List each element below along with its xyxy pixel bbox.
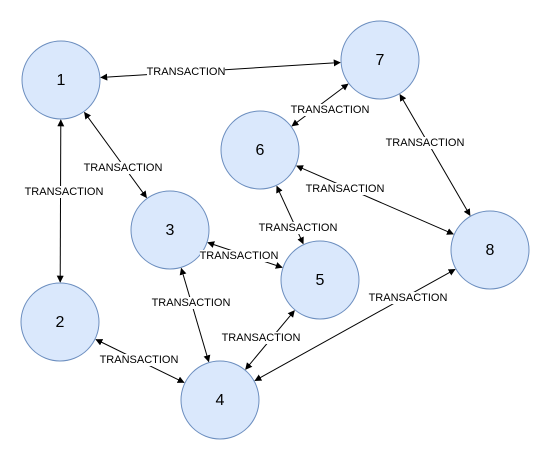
- edge-label-background: [200, 250, 278, 262]
- node-circle: [220, 110, 300, 190]
- edge-label-text: TRANSACTION: [147, 66, 226, 78]
- edge-label-1-3: TRANSACTION: [84, 162, 163, 174]
- node-circle: [20, 282, 100, 362]
- node-5: 5: [280, 240, 360, 320]
- edge-label-text: TRANSACTION: [306, 183, 385, 195]
- edge-label-background: [152, 297, 230, 309]
- edge-7-8: [399, 93, 471, 217]
- node-label: 8: [486, 242, 495, 259]
- edge-label-3-4: TRANSACTION: [152, 297, 231, 309]
- node-4: 4: [180, 360, 260, 440]
- edge-label-background: [306, 183, 384, 195]
- edge-label-background: [386, 137, 464, 149]
- edge-label-text: TRANSACTION: [259, 222, 338, 234]
- edge-3-4: [179, 267, 211, 363]
- edge-1-3: [84, 111, 147, 199]
- edge-label-text: TRANSACTION: [386, 137, 465, 149]
- edge-label-background: [222, 332, 300, 344]
- edge-label-3-5: TRANSACTION: [200, 250, 279, 262]
- edge-label-5-4: TRANSACTION: [222, 332, 301, 344]
- edge-label-background: [369, 292, 447, 304]
- node-circle: [130, 190, 210, 270]
- node-circle: [340, 20, 420, 100]
- edge-label-8-4: TRANSACTION: [369, 292, 448, 304]
- edge-label-text: TRANSACTION: [200, 250, 279, 262]
- edge-label-background: [84, 162, 162, 174]
- edge-label-6-8: TRANSACTION: [306, 183, 385, 195]
- edge-1-2: [56, 119, 65, 283]
- node-circle: [21, 40, 101, 120]
- node-7: 7: [340, 20, 420, 100]
- node-circle: [180, 360, 260, 440]
- node-label: 6: [256, 142, 265, 159]
- edge-8-4: [254, 268, 456, 382]
- edge-label-background: [100, 354, 178, 366]
- node-label: 5: [316, 272, 325, 289]
- edge-label-2-4: TRANSACTION: [100, 354, 179, 366]
- node-label: 7: [376, 52, 385, 69]
- edge-label-text: TRANSACTION: [84, 162, 163, 174]
- edge-label-background: [25, 186, 103, 198]
- node-label: 4: [216, 392, 225, 409]
- node-6: 6: [220, 110, 300, 190]
- edge-label-text: TRANSACTION: [291, 104, 370, 116]
- edge-label-text: TRANSACTION: [100, 354, 179, 366]
- edge-label-text: TRANSACTION: [369, 292, 448, 304]
- node-1: 1: [21, 40, 101, 120]
- edge-6-8: [296, 165, 454, 235]
- edge-label-text: TRANSACTION: [25, 186, 104, 198]
- node-2: 2: [20, 282, 100, 362]
- edge-label-text: TRANSACTION: [222, 332, 301, 344]
- nodes-layer: 1 2 3 4 5 6 7 8: [20, 20, 530, 440]
- edge-label-1-2: TRANSACTION: [25, 186, 104, 198]
- node-8: 8: [450, 210, 530, 290]
- edge-label-7-6: TRANSACTION: [291, 104, 370, 116]
- edges-layer: [56, 59, 471, 383]
- node-label: 1: [57, 72, 66, 89]
- node-label: 3: [166, 222, 175, 239]
- edge-label-background: [291, 104, 369, 116]
- edge-label-background: [259, 222, 337, 234]
- edge-label-text: TRANSACTION: [152, 297, 231, 309]
- node-circle: [280, 240, 360, 320]
- node-circle: [450, 210, 530, 290]
- edge-label-6-5: TRANSACTION: [259, 222, 338, 234]
- node-3: 3: [130, 190, 210, 270]
- node-label: 2: [56, 314, 65, 331]
- edge-6-5: [276, 185, 304, 245]
- edge-label-1-7: TRANSACTION: [147, 66, 226, 78]
- edge-labels-layer: TRANSACTION TRANSACTION TRANSACTION TRANSAC…: [25, 66, 465, 366]
- edge-label-7-8: TRANSACTION: [386, 137, 465, 149]
- edge-label-background: [147, 66, 225, 78]
